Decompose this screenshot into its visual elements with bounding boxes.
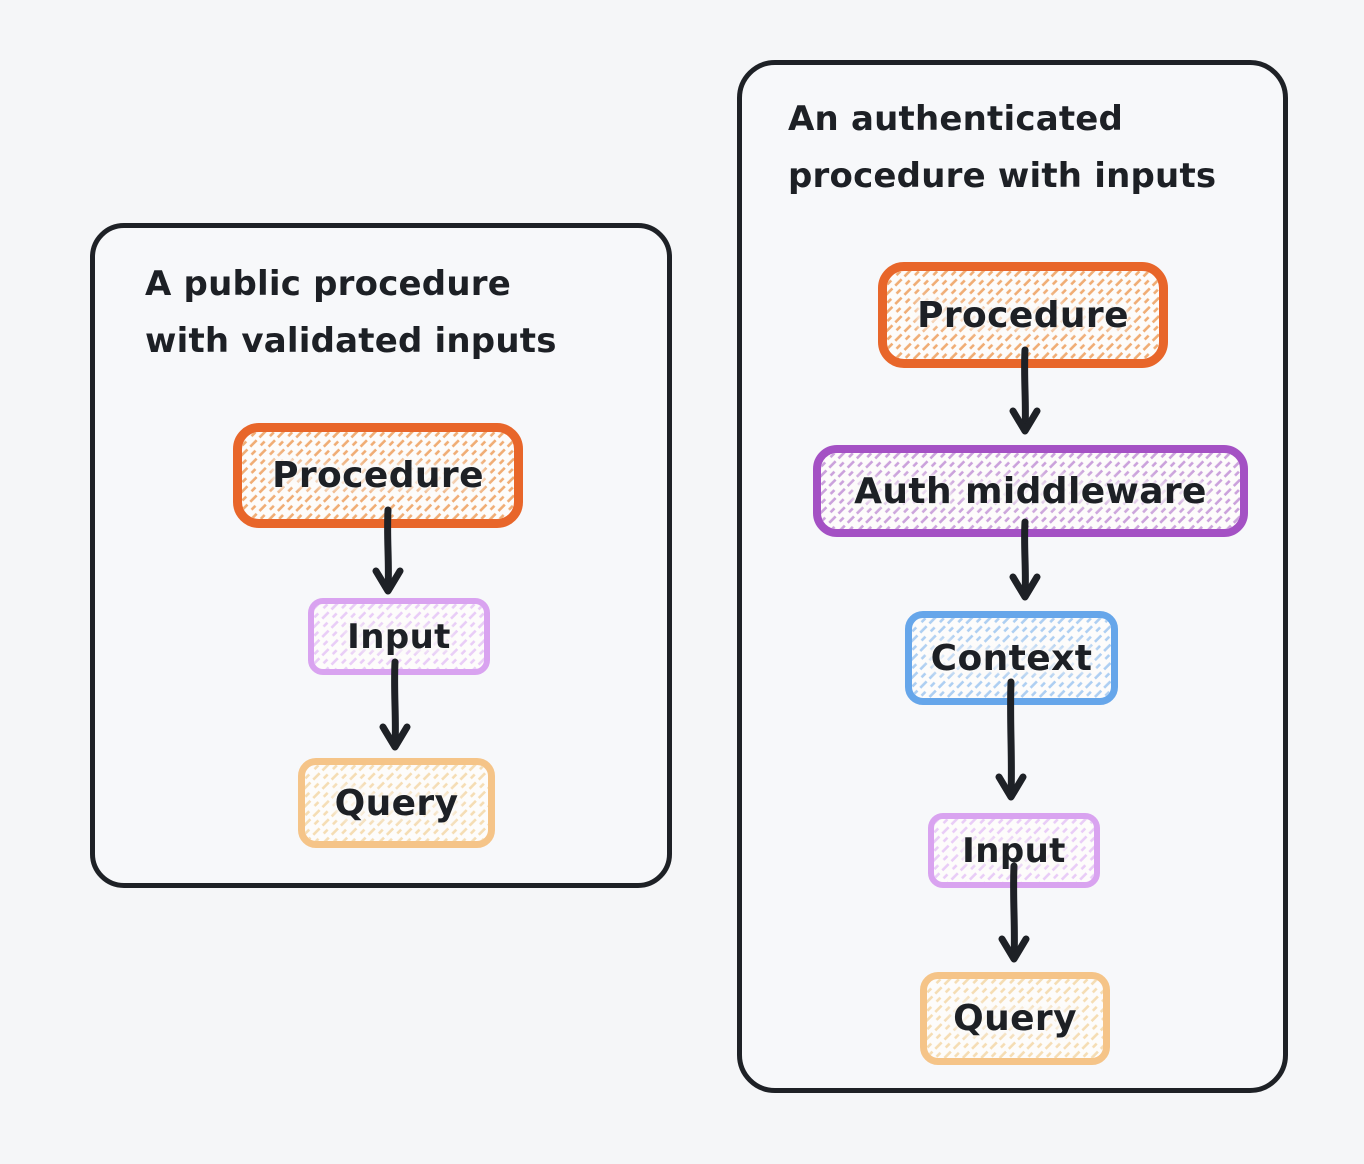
arrow-down-icon — [1009, 518, 1041, 601]
node-input: Input — [308, 598, 490, 675]
title-line: with validated inputs — [145, 321, 557, 361]
title-line: procedure with inputs — [788, 156, 1217, 196]
node-label: Procedure — [272, 455, 484, 496]
node-procedure: Procedure — [878, 262, 1168, 368]
panel-title: An authenticated procedure with inputs — [788, 91, 1216, 205]
node-label: Query — [334, 782, 459, 824]
node-procedure: Procedure — [233, 423, 523, 528]
arrow-down-icon — [995, 678, 1027, 801]
arrow-down-icon — [379, 658, 411, 751]
title-line: A public procedure — [145, 264, 511, 304]
node-query: Query — [298, 758, 495, 848]
arrow-down-icon — [998, 862, 1030, 963]
hatch-texture — [314, 604, 484, 669]
public-procedure-panel: A public procedure with validated inputs… — [90, 223, 672, 888]
hatch-texture — [821, 453, 1240, 529]
node-label: Input — [347, 616, 451, 657]
node-label: Query — [953, 998, 1077, 1039]
node-label: Procedure — [917, 294, 1129, 336]
arrow-down-icon — [1009, 346, 1041, 435]
hatch-texture — [927, 979, 1103, 1058]
arrow-down-icon — [372, 506, 404, 595]
hatch-texture — [887, 271, 1159, 359]
title-line: An authenticated — [788, 99, 1124, 139]
node-label: Context — [930, 637, 1093, 679]
authenticated-procedure-panel: An authenticated procedure with inputs P… — [737, 60, 1288, 1093]
panel-title: A public procedure with validated inputs — [145, 256, 557, 370]
hatch-texture — [305, 765, 488, 841]
node-query: Query — [920, 972, 1110, 1065]
node-auth-middleware: Auth middleware — [813, 445, 1248, 537]
node-label: Auth middleware — [854, 470, 1207, 512]
hatch-texture — [242, 432, 514, 519]
